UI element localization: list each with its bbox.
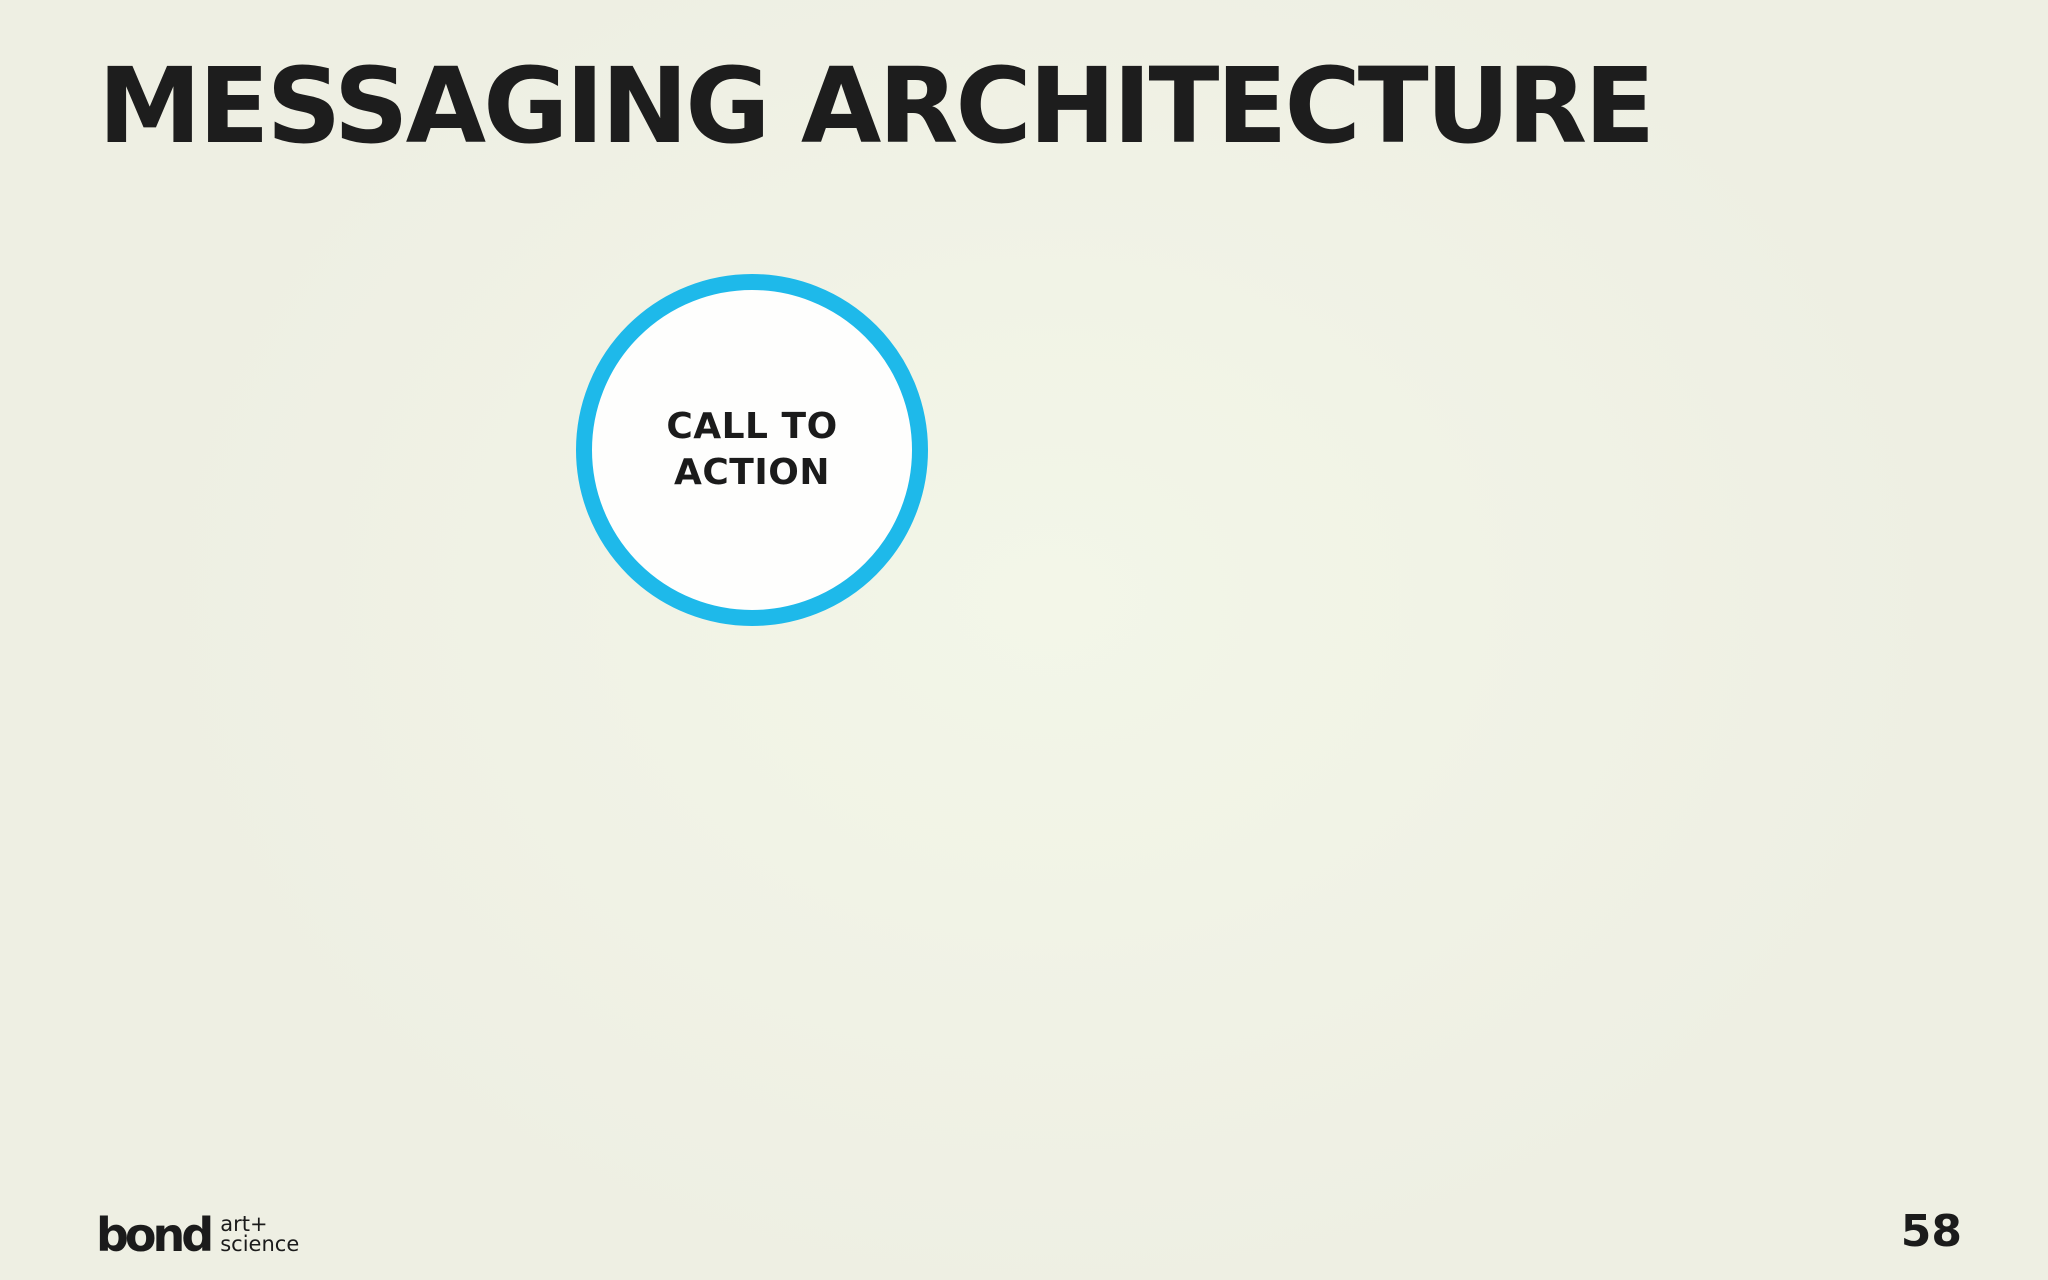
logo-tagline-line-1: art+ bbox=[220, 1212, 268, 1236]
logo-wordmark: bond bbox=[96, 1208, 214, 1262]
cta-line-1: CALL TO bbox=[666, 406, 838, 447]
page-number: 58 bbox=[1900, 1206, 1962, 1257]
call-to-action-circle: CALL TO ACTION bbox=[576, 274, 928, 626]
call-to-action-label: CALL TO ACTION bbox=[632, 404, 872, 496]
logo-tagline-line-2: science bbox=[220, 1232, 300, 1256]
slide-title: MESSAGING ARCHITECTURE bbox=[98, 45, 1655, 167]
bond-logo: bond art+ science bbox=[96, 1208, 300, 1262]
logo-tagline: art+ science bbox=[220, 1212, 300, 1256]
cta-line-2: ACTION bbox=[674, 452, 830, 493]
